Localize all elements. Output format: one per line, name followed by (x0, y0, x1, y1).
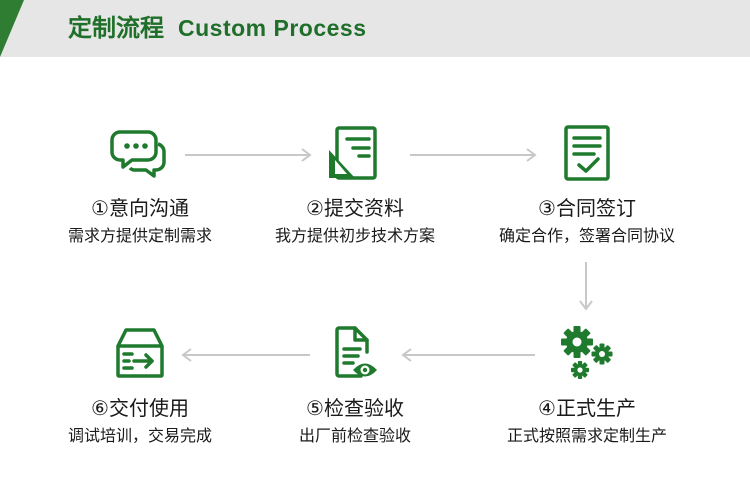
step-4-title: ④正式生产 (538, 396, 636, 420)
arrow-left-4-5 (401, 348, 535, 362)
page-title-en: Custom Process (178, 15, 367, 41)
header-accent-corner (0, 0, 24, 57)
page-title-cn: 定制流程 (68, 14, 164, 42)
document-submit-icon (329, 126, 377, 180)
step-3-description: 确定合作，签署合同协议 (498, 226, 675, 245)
step-6-description: 调试培训，交易完成 (67, 426, 212, 445)
arrow-left-5-6 (181, 348, 310, 362)
page-title: 定制流程 Custom Process (68, 12, 367, 44)
gears-icon (561, 326, 613, 379)
step-3-title: ③合同签订 (538, 196, 636, 220)
step-1-title: ①意向沟通 (91, 196, 189, 220)
inspect-icon (335, 326, 377, 378)
step-5-title: ⑤检查验收 (306, 396, 404, 420)
delivery-box-icon (116, 328, 164, 378)
step-2-description: 我方提供初步技术方案 (274, 226, 435, 245)
arrow-right-2-3 (410, 148, 537, 162)
arrow-right-1-2 (185, 148, 312, 162)
section-header: 定制流程 Custom Process (0, 0, 750, 57)
step-6-title: ⑥交付使用 (91, 396, 189, 420)
chat-icon (110, 130, 166, 178)
contract-check-icon (564, 125, 610, 181)
step-2-title: ②提交资料 (306, 196, 404, 220)
step-1-description: 需求方提供定制需求 (67, 226, 212, 245)
arrow-down-3-4 (579, 262, 593, 311)
step-4-description: 正式按照需求定制生产 (506, 426, 667, 445)
step-5-description: 出厂前检查验收 (298, 426, 411, 445)
